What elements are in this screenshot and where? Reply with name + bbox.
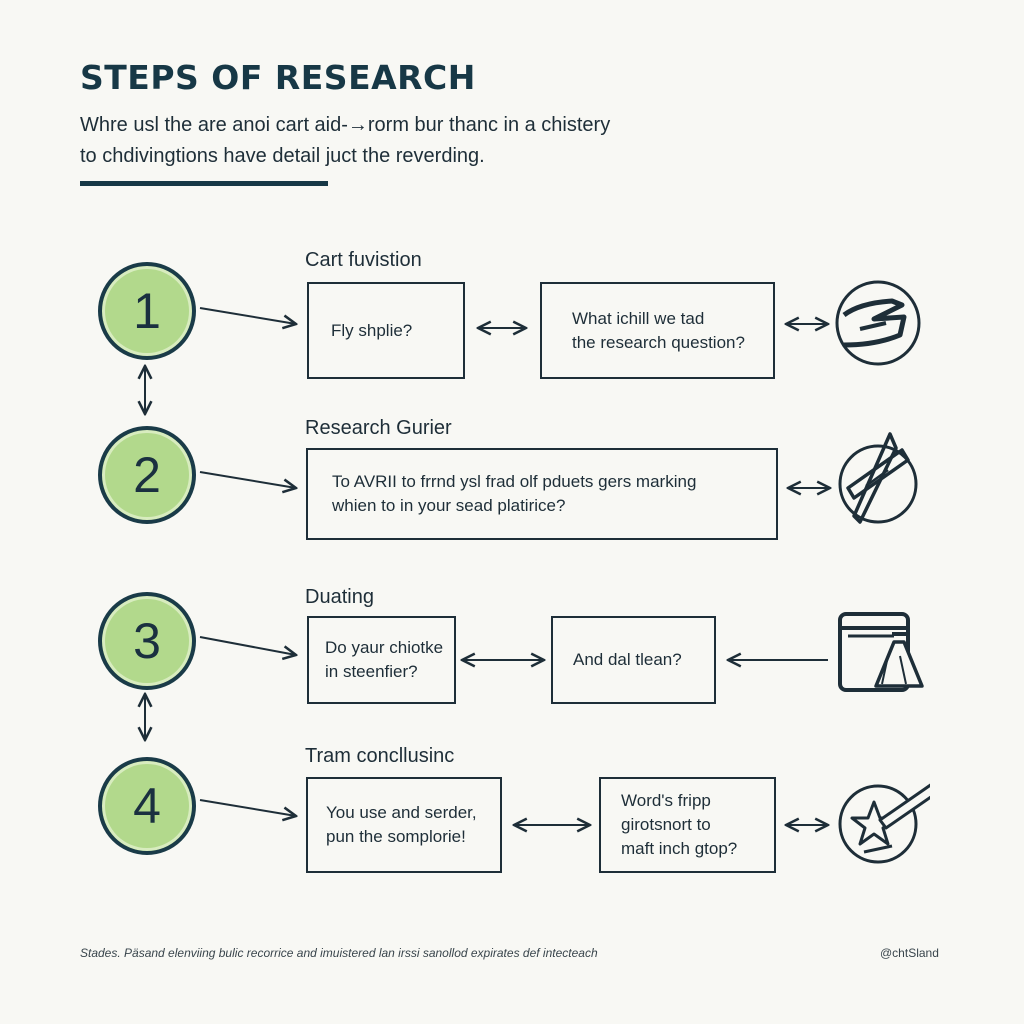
step-4-box-1: You use and serder, pun the somplorie! <box>306 777 502 873</box>
step-3-box-2: And dal tlean? <box>551 616 716 704</box>
box-text: in steenfier? <box>325 662 418 681</box>
step-1-label: Cart fuvistion <box>305 249 422 271</box>
step-3-box-1: Do yaur chiotke in steenfier? <box>307 616 456 704</box>
pencil-scribble-icon <box>835 280 921 366</box>
step-1-circle: 1 <box>98 262 196 360</box>
step-3-circle: 3 <box>98 592 196 690</box>
arrow-step4-to-box <box>199 799 296 816</box>
title-underline <box>80 181 328 186</box>
arrow-step1-to-box <box>199 307 296 324</box>
box-text: Do yaur chiotke <box>325 638 444 657</box>
browser-flask-icon <box>838 612 924 692</box>
box-text: And dal tlean? <box>573 650 682 669</box>
box-text: the research question? <box>572 332 745 352</box>
step-number: 1 <box>133 283 161 339</box>
step-4-box-2: Word's fripp girotsnort to maft inch gto… <box>599 777 776 873</box>
box-text: pun the somplorie! <box>326 827 466 846</box>
step-number: 2 <box>133 447 161 503</box>
pen-nib-icon <box>838 432 918 524</box>
step-number: 3 <box>133 613 161 669</box>
step-1-box-1: Fly shplie? <box>307 282 465 379</box>
footer-caption: Stades. Päsand elenviing bulic recorrice… <box>80 946 598 960</box>
box-text: Word's fripp <box>621 791 711 810</box>
step-3-label: Duating <box>305 586 374 608</box>
arrow-step2-to-box <box>199 471 296 488</box>
box-text: maft inch gtop? <box>621 839 738 858</box>
star-pen-icon <box>838 783 930 864</box>
step-2-label: Research Gurier <box>305 417 452 439</box>
step-4-circle: 4 <box>98 757 196 855</box>
step-4-label: Tram concllusinc <box>305 745 455 767</box>
box-text: Fly shplie? <box>331 320 413 340</box>
footer-credit: @chtSland <box>880 946 939 960</box>
arrow-step3-to-box <box>199 636 296 655</box>
step-2-circle: 2 <box>98 426 196 524</box>
intro-text: Whre usl the are anoi cart aid-→rorm bur… <box>80 110 680 172</box>
box-text: You use and serder, <box>326 803 477 822</box>
page-title: STEPS OF RESEARCH <box>80 58 476 97</box>
box-text: What ichill we tad <box>572 308 705 328</box>
step-1-box-2: What ichill we tad the research question… <box>540 282 775 379</box>
step-2-box-1: To AVRII to frrnd ysl frad olf pduets ge… <box>306 448 778 540</box>
box-text: To AVRII to frrnd ysl frad olf pduets ge… <box>332 472 697 491</box>
intro-line: to chdivingtions have detail juct the re… <box>80 145 485 167</box>
intro-line: Whre usl the are anoi cart aid-→rorm bur… <box>80 114 611 136</box>
box-text: whien to in your sead platirice? <box>332 496 566 515</box>
box-text: girotsnort to <box>621 815 711 834</box>
step-number: 4 <box>133 778 161 834</box>
